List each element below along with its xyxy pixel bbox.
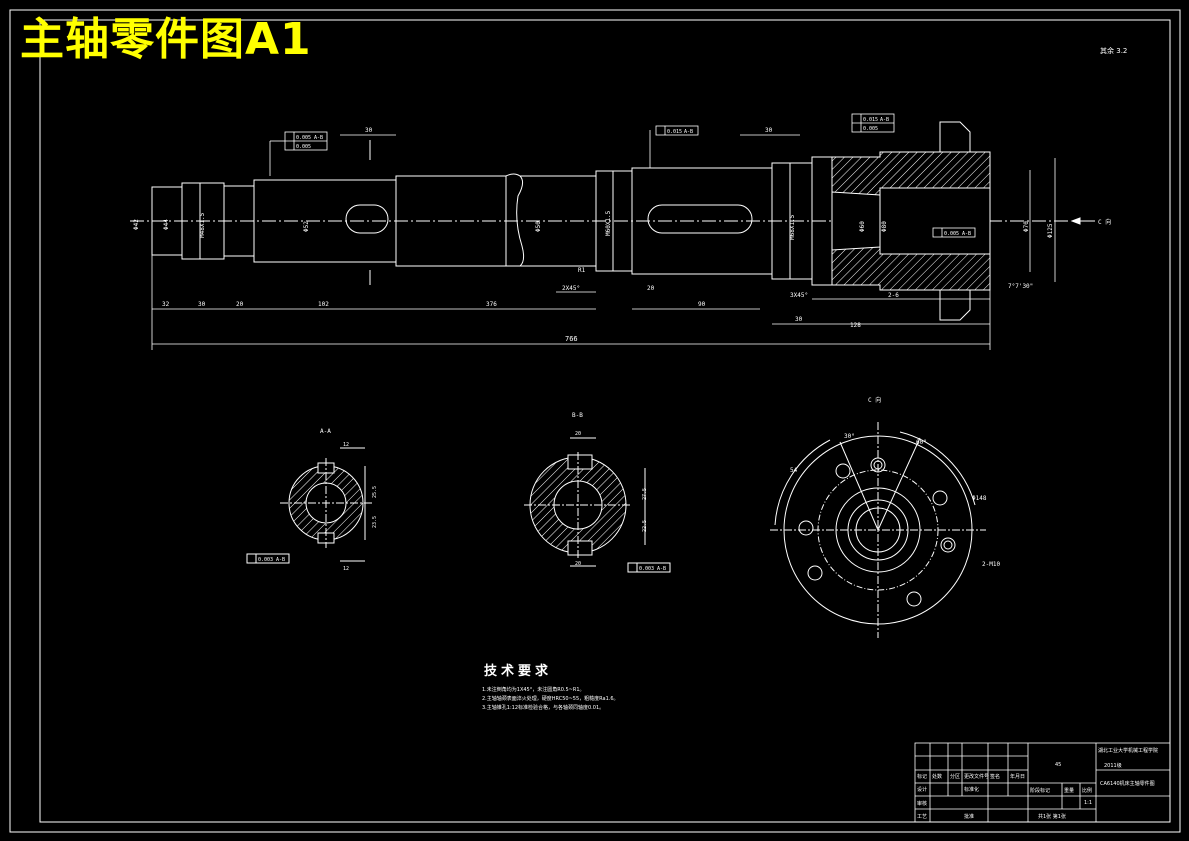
section-a-label: A-A <box>320 428 331 435</box>
dim-d12: 2-6 <box>888 292 899 299</box>
view-c-flange <box>770 422 986 638</box>
dim-d6: 2X45° <box>562 285 580 292</box>
dim-d10: 30 <box>795 316 803 323</box>
title-weight: 重量 <box>1064 788 1075 794</box>
dim-d4: 102 <box>318 301 329 308</box>
title-block <box>914 742 1171 823</box>
tol-t3a: 0.015 <box>667 129 682 135</box>
section-a-a <box>246 447 372 564</box>
tech-requirements-list: 1.未注倒角均为1X45°，未注圆角R0.5~R1。 2.主轴轴颈表面淬火处理，… <box>482 686 619 713</box>
dim-phi-42: Φ42 <box>133 219 140 230</box>
shaft-main-view <box>130 121 1095 321</box>
tol-t1b: A-B <box>314 135 323 141</box>
dim-b-20a: 20 <box>575 431 581 437</box>
tech-requirement-item: 2.主轴轴颈表面淬火处理，硬度HRC50~55，粗糙度Ra1.6。 <box>482 696 619 702</box>
tol-sa: 0.003 <box>258 557 273 563</box>
dim-d1: 32 <box>162 301 170 308</box>
tech-requirement-item: 1.未注倒角均为1X45°，未注圆角R0.5~R1。 <box>482 687 585 693</box>
dim-phi-m68: M68X1.5 <box>789 214 796 240</box>
section-b-label: B-B <box>572 412 583 419</box>
dim-angle-7: 7°7'30" <box>1008 283 1033 290</box>
dim-phi-60: Φ60 <box>859 221 866 232</box>
title-design: 设计 <box>917 787 928 793</box>
outer-frame <box>9 9 1181 833</box>
arrow-c-label: C 向 <box>1098 218 1111 226</box>
dim-phi-50: Φ50 <box>535 221 542 232</box>
view-c-label: C 向 <box>868 396 881 404</box>
tol-t4b: A-B <box>880 117 889 123</box>
tol-t4a: 0.015 <box>863 117 878 123</box>
tech-requirements-title: 技术要求 <box>484 664 553 679</box>
tol-t2: 0.005 <box>296 144 311 150</box>
dim-c-60: 60° <box>916 439 927 446</box>
dim-c-54: 54 <box>790 467 798 474</box>
dim-d7: 20 <box>647 285 655 292</box>
roughness-note: 其余 3.2 <box>1100 46 1127 56</box>
title-process: 工艺 <box>917 814 928 820</box>
dim-c-2m10: 2-M10 <box>982 561 1000 568</box>
title-ratio: 比例 <box>1082 788 1093 794</box>
dim-phi-m48: M48X1.5 <box>199 212 206 238</box>
tech-requirement-item: 3.主轴锥孔1:12标准检验合格，与各轴颈同轴度0.01。 <box>482 705 605 711</box>
title-row-label-1: 处数 <box>932 774 943 780</box>
title-drawing-name: CA6140机床主轴零件图 <box>1100 781 1155 787</box>
title-row-label-5: 年月日 <box>1010 774 1026 780</box>
title-row-label-2: 分区 <box>950 774 961 780</box>
dim-top-30a: 30 <box>365 127 373 134</box>
dim-d5: 376 <box>486 301 497 308</box>
dimension-lines <box>151 134 1056 350</box>
title-row-label-0: 标记 <box>917 774 928 780</box>
section-b-b <box>524 437 671 573</box>
tolerance-frames <box>269 113 976 238</box>
dim-phi-52: Φ52 <box>303 221 310 232</box>
title-row-label-3: 更改文件号 <box>964 774 990 780</box>
dim-r1: R1 <box>578 267 586 274</box>
title-material: 45 <box>1055 762 1062 768</box>
roughness-value: 3.2 <box>1116 47 1128 55</box>
dim-phi-m60: M60X1.5 <box>605 210 612 236</box>
title-stage: 阶段标记 <box>1030 788 1051 794</box>
dim-c-30: 30° <box>844 433 855 440</box>
title-company: 湖北工业大学机械工程学院 <box>1098 748 1159 754</box>
title-scale: 1:1 <box>1084 800 1093 806</box>
tol-sbb: A-B <box>657 566 666 572</box>
dim-d8: 90 <box>698 301 706 308</box>
dim-d11: 128 <box>850 322 861 329</box>
headline: 主轴零件图A1 <box>20 14 312 65</box>
dim-d3: 20 <box>236 301 244 308</box>
tol-sb: 0.003 <box>639 566 654 572</box>
title-approve: 批准 <box>964 814 975 820</box>
tol-t3b: A-B <box>684 129 693 135</box>
dim-c-phi: Φ148 <box>972 495 987 502</box>
dim-phi-70: Φ70 <box>1023 221 1030 232</box>
dim-a-12b: 12 <box>343 566 349 572</box>
dim-top-30b: 30 <box>765 127 773 134</box>
dim-flange-125: Φ125 <box>1047 223 1054 238</box>
dim-b-22: 22.5 <box>642 520 648 532</box>
tol-t5: 0.005 <box>863 126 878 132</box>
inner-frame <box>39 19 1171 823</box>
dim-b-20b: 20 <box>575 561 581 567</box>
dim-d2: 30 <box>198 301 206 308</box>
dim-phi-44: Φ44 <box>163 219 170 230</box>
dim-a-12a: 12 <box>343 442 349 448</box>
title-sheet: 共1张 第1张 <box>1038 814 1066 820</box>
roughness-label: 其余 <box>1100 47 1114 55</box>
tol-t1a: 0.005 <box>296 135 311 141</box>
title-review: 审核 <box>917 801 928 807</box>
dim-b-27: 27.5 <box>642 488 648 500</box>
tol-sab: A-B <box>276 557 285 563</box>
dim-a-23: 23.5 <box>372 516 378 528</box>
dim-overall-length: 766 <box>565 335 578 343</box>
title-row-label-4: 签名 <box>990 774 1001 780</box>
dim-d9: 3X45° <box>790 292 808 299</box>
title-class: 2011级 <box>1104 763 1122 769</box>
tol-t6b: A-B <box>962 231 971 237</box>
tol-t6a: 0.005 <box>944 231 959 237</box>
title-standard: 标准化 <box>964 787 980 793</box>
dim-flange-80: Φ80 <box>881 221 888 232</box>
dim-a-25: 25.5 <box>372 486 378 498</box>
